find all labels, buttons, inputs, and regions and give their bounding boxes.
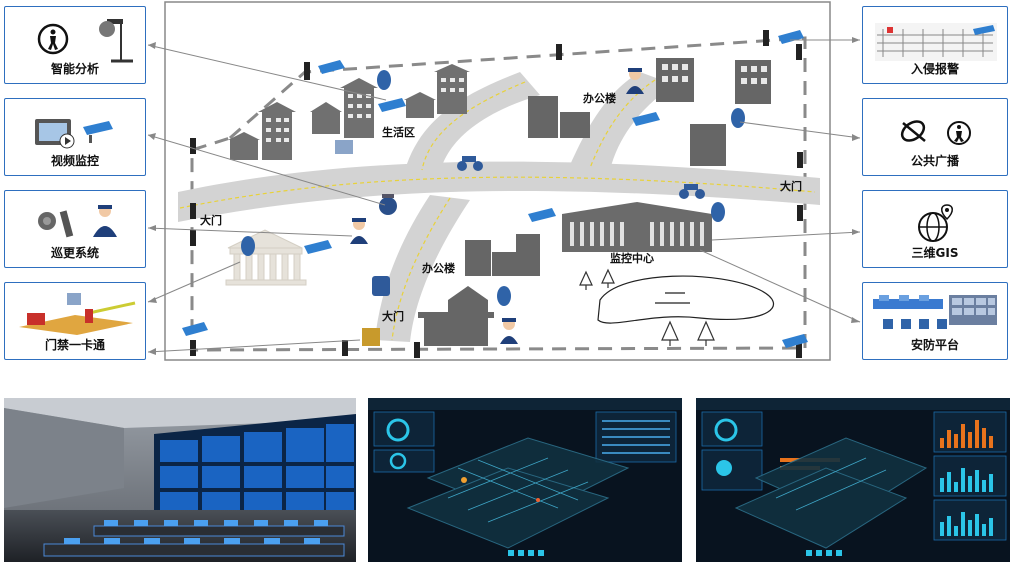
gis-globe-icon bbox=[863, 197, 1007, 249]
public-broadcast-icon bbox=[863, 105, 1007, 157]
monitoring-center-building bbox=[562, 202, 712, 252]
3d-monitoring-screen-2 bbox=[696, 398, 1010, 562]
module-3d-gis: 三维GIS bbox=[862, 190, 1008, 268]
3d-monitoring-screen-1 bbox=[368, 398, 682, 562]
patrol-system-icon bbox=[5, 197, 145, 249]
car-icon bbox=[372, 276, 390, 296]
module-label: 巡更系统 bbox=[50, 246, 99, 260]
trees bbox=[579, 268, 715, 346]
video-surveillance-icon bbox=[5, 105, 145, 157]
module-intrusion-alarm: 入侵报警 bbox=[862, 6, 1008, 84]
module-label: 智能分析 bbox=[50, 62, 99, 76]
module-label: 安防平台 bbox=[910, 338, 959, 352]
guard-icons bbox=[350, 68, 644, 344]
module-security-platform: 安防平台 bbox=[862, 282, 1008, 360]
road-network bbox=[178, 72, 820, 342]
module-intelligent-analysis: 智能分析 bbox=[4, 6, 146, 84]
label-gate-bottom: 大门 bbox=[382, 309, 404, 323]
label-living-area: 生活区 bbox=[382, 125, 415, 139]
office-building-bottom bbox=[418, 234, 540, 346]
connector-lines bbox=[147, 39, 861, 353]
module-video-surveillance: 视频监控 bbox=[4, 98, 146, 176]
dome-camera-icon bbox=[379, 194, 397, 215]
access-control-icon bbox=[5, 289, 145, 341]
module-label: 三维GIS bbox=[911, 246, 959, 260]
intrusion-alarm-icon bbox=[863, 13, 1007, 65]
motorcycle-icons bbox=[457, 156, 705, 199]
module-label: 门禁一卡通 bbox=[44, 338, 105, 352]
speaker-icons bbox=[241, 70, 745, 306]
pond bbox=[597, 275, 774, 324]
module-patrol-system: 巡更系统 bbox=[4, 190, 146, 268]
module-label: 视频监控 bbox=[50, 154, 99, 168]
control-room-photo bbox=[4, 398, 356, 562]
module-label: 公共广播 bbox=[910, 154, 959, 168]
label-office-bottom: 办公楼 bbox=[422, 261, 455, 275]
fence-posts bbox=[190, 30, 803, 358]
label-gate-left: 大门 bbox=[200, 213, 222, 227]
module-public-broadcast: 公共广播 bbox=[862, 98, 1008, 176]
label-monitoring-center: 监控中心 bbox=[610, 251, 654, 265]
campus-security-map: 生活区 办公楼 办公楼 监控中心 大门 大门 大门 bbox=[147, 1, 861, 361]
gate-barrier-icon bbox=[362, 328, 380, 346]
module-label: 入侵报警 bbox=[910, 62, 959, 76]
temple-building bbox=[225, 229, 307, 286]
label-gate-right: 大门 bbox=[780, 179, 802, 193]
card-reader-icon bbox=[335, 140, 353, 154]
intelligent-analysis-icon bbox=[5, 13, 145, 65]
security-platform-icon bbox=[863, 289, 1007, 341]
label-office-top: 办公楼 bbox=[583, 91, 616, 105]
camera-icons bbox=[182, 30, 808, 348]
module-access-control: 门禁一卡通 bbox=[4, 282, 146, 360]
